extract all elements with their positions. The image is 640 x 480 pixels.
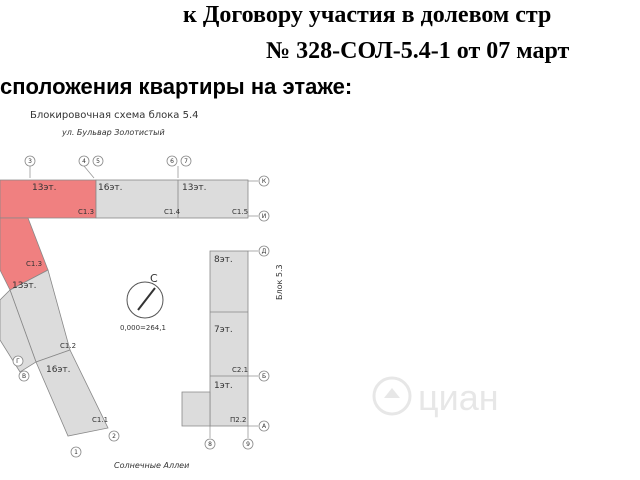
- axis-label: Б: [262, 373, 266, 380]
- axis-label: 4: [82, 158, 86, 165]
- axis-label: И: [262, 213, 267, 220]
- watermark-text: циан: [418, 377, 499, 418]
- axis-label: К: [262, 178, 267, 185]
- section-code: С1.3: [26, 260, 42, 268]
- section-code: С1.1: [92, 416, 108, 424]
- right-block: [209, 250, 249, 427]
- section-code: С2.1: [232, 366, 248, 374]
- section-label: 13эт.: [182, 183, 207, 193]
- compass-icon: [126, 281, 164, 319]
- section-label: 13эт.: [12, 281, 37, 291]
- axis-label: 2: [112, 433, 116, 440]
- compass-letter: С: [150, 272, 158, 285]
- section-code: С1.2: [60, 342, 76, 350]
- axis-label: 3: [28, 158, 32, 165]
- section-code: С1.4: [164, 208, 181, 216]
- section-label: 13эт.: [32, 183, 57, 193]
- axis-label: 6: [170, 158, 174, 165]
- right-block-annex: [181, 391, 211, 427]
- axis-lines: [29, 165, 258, 438]
- section-label: 7эт.: [214, 325, 233, 335]
- plan-title: Блокировочная схема блока 5.4: [30, 110, 199, 121]
- diagonal-section-2: [35, 349, 109, 437]
- axis-label: А: [262, 423, 267, 430]
- axis-label: 7: [184, 158, 188, 165]
- axis-label: 8: [208, 441, 212, 448]
- section-code: П2.2: [230, 416, 246, 424]
- watermark: циан: [372, 376, 499, 418]
- header-line-3: сположения квартиры на этаже:: [0, 74, 353, 99]
- axis-label: Г: [16, 358, 20, 365]
- diagonal-section-left: [0, 289, 37, 373]
- section-label: 1эт.: [214, 381, 233, 391]
- block-53-label: Блок 5.3: [275, 264, 284, 300]
- compass-value: 0,000=264,1: [120, 324, 166, 332]
- axis-label: 9: [246, 441, 250, 448]
- section-label: 16эт.: [46, 365, 71, 375]
- header-line-1: к Договору участия в долевом стр: [183, 2, 552, 28]
- section-label: 8эт.: [214, 255, 233, 265]
- axis-label: 5: [96, 158, 100, 165]
- axis-label: 1: [74, 449, 78, 456]
- top-wing-section: [95, 179, 249, 219]
- section-code: С1.5: [232, 208, 248, 216]
- section-code: С1.3: [78, 208, 94, 216]
- header-line-2: № 328-СОЛ-5.4-1 от 07 март: [266, 38, 570, 64]
- axis-label: В: [22, 373, 26, 380]
- street-bottom-label: Солнечные Аллеи: [114, 461, 189, 470]
- street-top-label: ул. Бульвар Золотистый: [61, 128, 165, 137]
- axis-label: Д: [262, 248, 267, 255]
- highlighted-apartment-top: [0, 179, 97, 219]
- section-label: 16эт.: [98, 183, 123, 193]
